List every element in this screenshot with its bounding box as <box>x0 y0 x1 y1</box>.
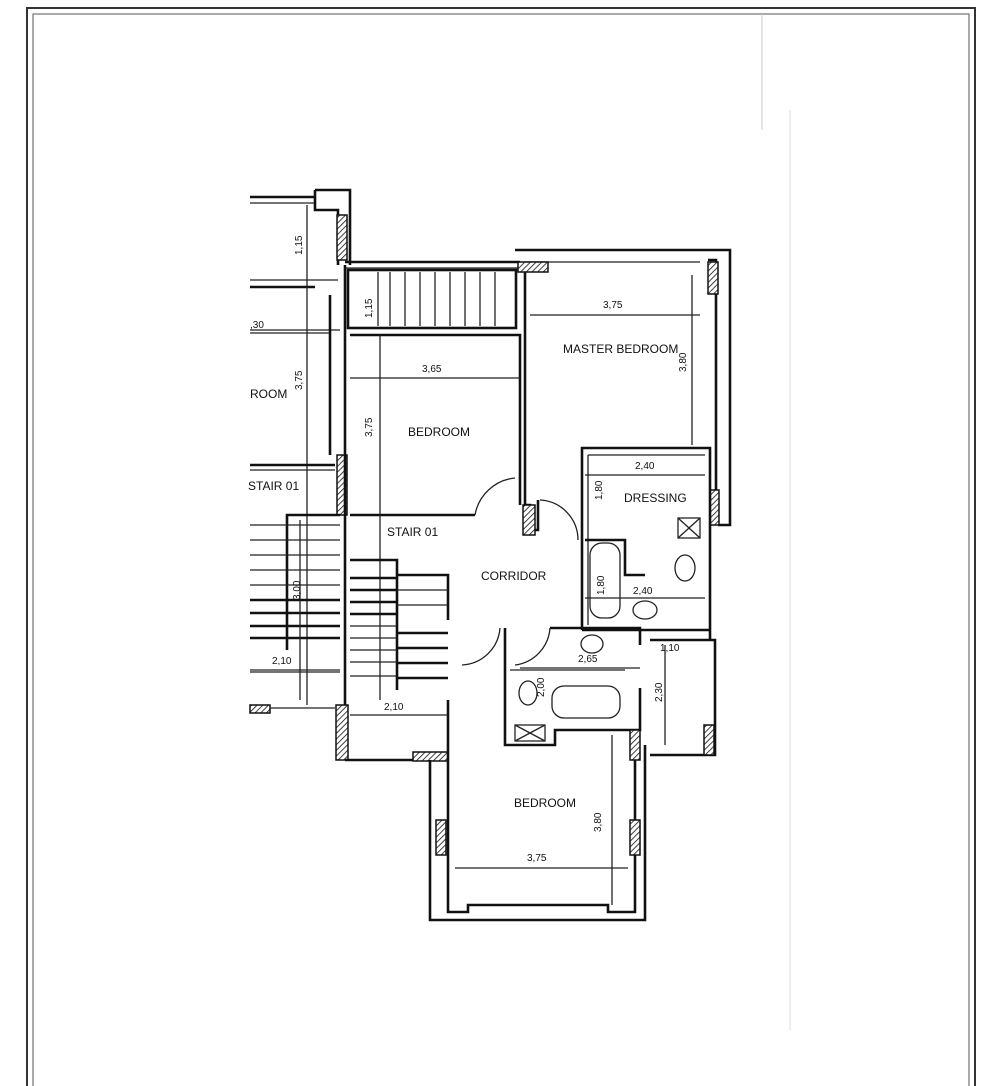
dim-label: 2,30 <box>654 682 665 702</box>
left-stair <box>250 513 340 700</box>
dim-label: 2,00 <box>536 677 547 697</box>
room-partial: ROOM <box>250 387 287 401</box>
dim-label: 1,10 <box>660 643 680 654</box>
dim-label: 3,65 <box>422 364 442 375</box>
dim-label: 2,65 <box>578 654 598 665</box>
dim-label: 3,75 <box>364 417 375 437</box>
room-labels: MASTER BEDROOM BEDROOM DRESSING STAIR 01… <box>248 342 687 810</box>
dim-label: 1,15 <box>294 235 305 255</box>
room-dressing: DRESSING <box>624 491 687 505</box>
dim-label: 2,10 <box>384 702 404 713</box>
room-master-bedroom: MASTER BEDROOM <box>563 342 678 356</box>
dim-label: 1,80 <box>596 575 607 595</box>
dim-label: 1,15 <box>364 298 375 318</box>
dim-label: 1,80 <box>594 480 605 500</box>
room-stair-left: STAIR 01 <box>248 479 299 493</box>
dim-label: 3,80 <box>593 812 604 832</box>
dim-label: 3,80 <box>678 352 689 372</box>
room-bedroom-2: BEDROOM <box>514 796 576 810</box>
main-unit-walls <box>250 248 732 922</box>
dimension-labels: 3,75 3,65 2,40 2,40 ,30 2,10 2,10 2,65 1… <box>250 235 689 864</box>
left-unit-walls <box>249 188 352 714</box>
dim-label: 2,10 <box>272 656 292 667</box>
room-stair: STAIR 01 <box>387 525 438 539</box>
dim-label: 3,75 <box>527 853 547 864</box>
room-corridor: CORRIDOR <box>481 569 547 583</box>
dim-label: 2,40 <box>635 461 655 472</box>
dim-label: 2,40 <box>633 586 653 597</box>
dim-label: 3,75 <box>294 370 305 390</box>
room-bedroom-1: BEDROOM <box>408 425 470 439</box>
sheet-frame <box>26 7 976 1086</box>
dim-label: ,30 <box>250 320 264 331</box>
dim-label: 3,75 <box>603 300 623 311</box>
dim-label: 3,00 <box>292 580 303 600</box>
